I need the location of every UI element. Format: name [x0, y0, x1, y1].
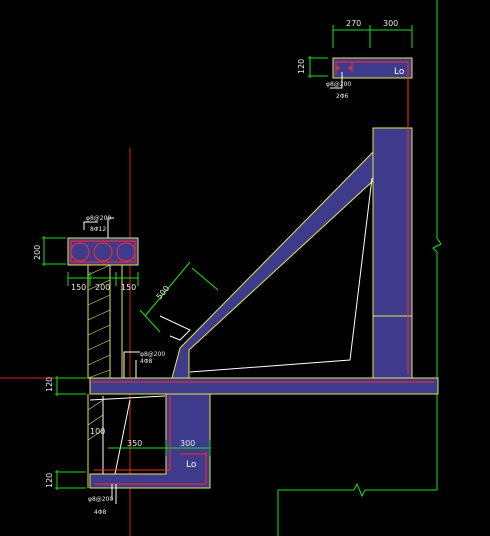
- beam-rebar-note-2: 8Φ12: [90, 226, 106, 233]
- bottom-rebar-note-1: φ8@200: [88, 496, 113, 503]
- slab-height-dim: 120: [45, 377, 54, 392]
- boundary-line: [277, 0, 442, 536]
- beam-width-right: 150: [121, 283, 136, 292]
- beam-height-dim: 200: [33, 245, 42, 260]
- la-top-label: Lo: [394, 67, 405, 77]
- mid-rebar-note-1: φ8@200: [140, 351, 165, 358]
- lower-wall-dim: 100: [90, 427, 105, 436]
- mid-rebar-note-2: 4Φ8: [140, 358, 153, 365]
- top-dim-right: 300: [383, 19, 398, 28]
- inner-outlines: [87, 145, 413, 488]
- diagonal-dim: 500: [155, 284, 172, 301]
- concrete-sections: [67, 57, 439, 489]
- lower-beam-section: [89, 393, 211, 489]
- rebar: [70, 61, 434, 485]
- slab-section: [89, 377, 439, 395]
- bottom-rebar-note-2: 4Φ8: [94, 509, 107, 516]
- top-rebar-note-1: φ8@200: [326, 81, 351, 88]
- beam-width-mid: 200: [95, 283, 110, 292]
- dimension-lines: [42, 25, 413, 490]
- cavity-outline: [89, 177, 373, 475]
- hatched-column: [87, 264, 111, 441]
- lower-dim-left: 350: [127, 439, 142, 448]
- lower-dim-right: 300: [180, 439, 195, 448]
- top-dim-left: 270: [346, 19, 361, 28]
- beam-rebar-note-1: φ8@200: [86, 215, 111, 222]
- reference-lines: [0, 148, 438, 536]
- rebar-dots: [336, 66, 352, 70]
- leader-lines: [83, 72, 343, 504]
- top-rebar-note-2: 2Φ6: [336, 93, 349, 100]
- beam-width-left: 150: [71, 283, 86, 292]
- wall-block: [372, 315, 413, 379]
- top-ledge: [332, 57, 413, 79]
- top-height-dim: 120: [297, 59, 306, 74]
- bottom-height-dim: 120: [45, 473, 54, 488]
- la-bottom-label: Lo: [186, 460, 197, 470]
